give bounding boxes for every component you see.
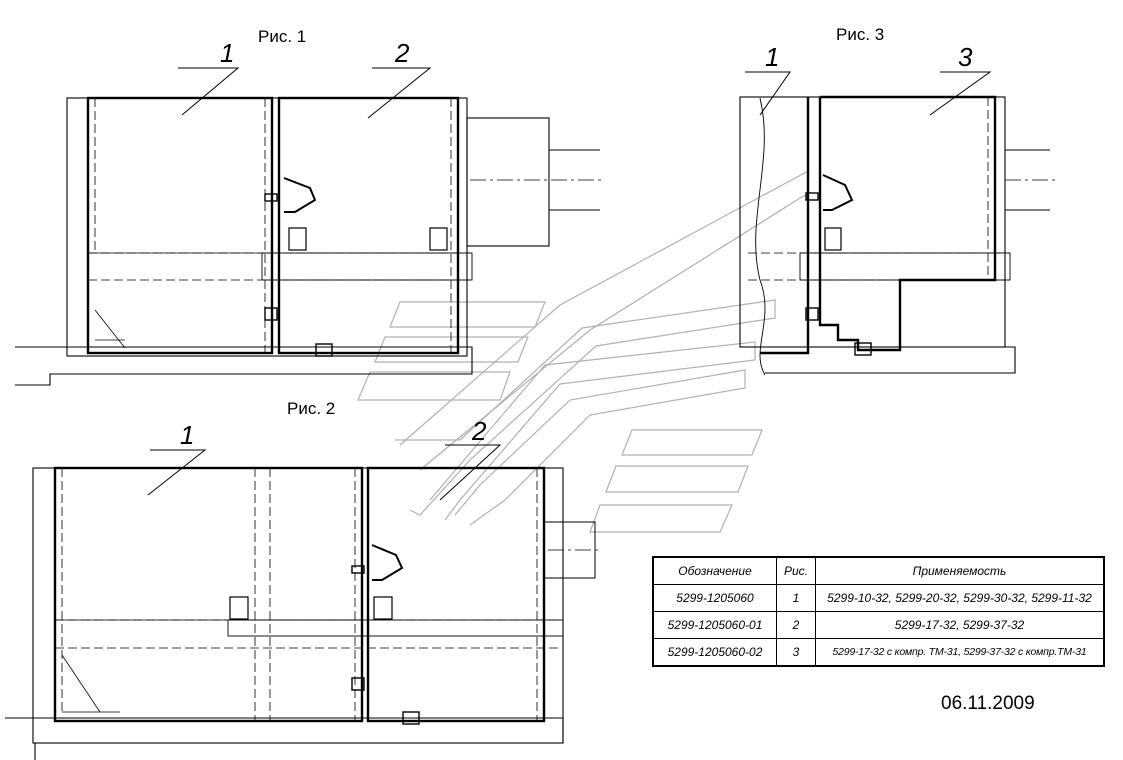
- fig2-title: Рис. 2: [287, 399, 336, 418]
- cell-figure: 2: [776, 611, 816, 639]
- drawing-date: 06.11.2009: [941, 693, 1035, 714]
- fig2-housing: [5, 444, 600, 760]
- table-row: 5299-1205060-02 3 5299-17-32 с компр. ТМ…: [652, 638, 1105, 667]
- fig3-title: Рис. 3: [836, 25, 885, 44]
- fig3-callout-1: 1: [765, 42, 780, 72]
- fig2-callout-2: 2: [472, 416, 487, 446]
- table-row: 5299-1205060-01 2 5299-17-32, 5299-37-32: [652, 611, 1105, 639]
- fig1-housing: [15, 67, 605, 386]
- table-header-row: Обозначение Рис. Применяемость: [652, 556, 1105, 585]
- fig1-title: Рис. 1: [258, 27, 307, 46]
- cell-applicability: 5299-17-32 с компр. ТМ-31, 5299-37-32 с …: [815, 638, 1105, 667]
- fig3-callout-3: 3: [958, 42, 973, 72]
- fig1-callout-2: 2: [395, 38, 410, 68]
- cell-figure: 1: [776, 584, 816, 612]
- header-designation: Обозначение: [652, 556, 777, 585]
- header-applicability: Применяемость: [815, 556, 1105, 585]
- watermark-logo: [357, 169, 811, 533]
- fig1-callout-1: 1: [220, 38, 235, 68]
- cell-designation: 5299-1205060: [652, 584, 777, 612]
- cell-designation: 5299-1205060-01: [652, 611, 777, 639]
- table-row: 5299-1205060 1 5299-10-32, 5299-20-32, 5…: [652, 584, 1105, 612]
- cell-figure: 3: [776, 638, 816, 667]
- cell-designation: 5299-1205060-02: [652, 638, 777, 667]
- applicability-table: Обозначение Рис. Применяемость 5299-1205…: [652, 556, 1105, 667]
- fig2-callout-1: 1: [180, 420, 195, 450]
- cell-applicability: 5299-10-32, 5299-20-32, 5299-30-32, 5299…: [815, 584, 1105, 612]
- cell-applicability: 5299-17-32, 5299-37-32: [815, 611, 1105, 639]
- header-figure: Рис.: [776, 556, 816, 585]
- fig3-housing: [739, 71, 1055, 376]
